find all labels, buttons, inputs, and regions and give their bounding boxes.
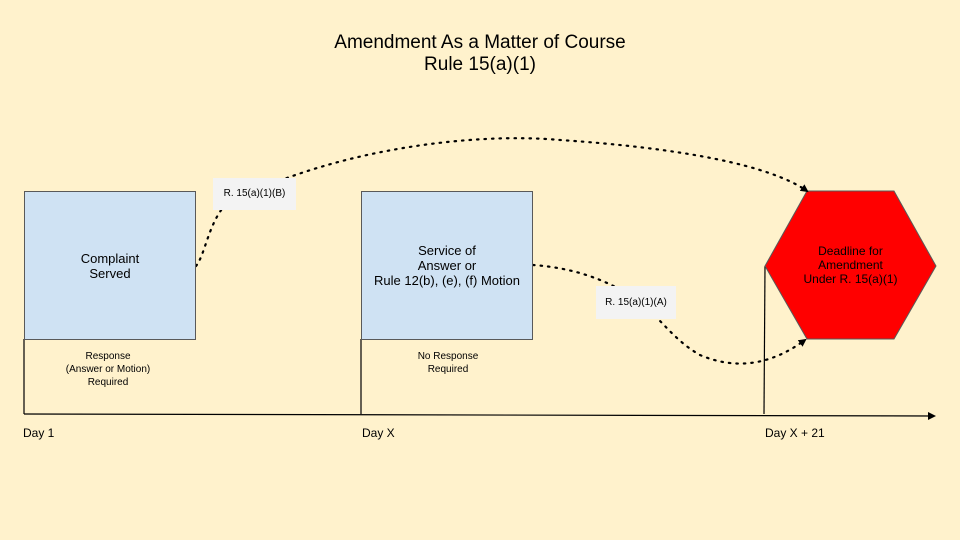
- title-line-1: Amendment As a Matter of Course: [334, 32, 626, 53]
- no-response-line-1: No Response: [417, 351, 479, 362]
- service-line-1: Service of: [418, 243, 476, 258]
- day-x-21-label: Day X + 21: [765, 426, 825, 440]
- response-required-note: Response (Answer or Motion) Required: [38, 350, 178, 389]
- service-of-answer-box: Service of Answer or Rule 12(b), (e), (f…: [361, 191, 533, 340]
- response-note-line-3: Required: [87, 377, 129, 388]
- service-line-2: Answer or: [417, 258, 477, 273]
- complaint-served-box: Complaint Served: [24, 191, 196, 340]
- response-note-line-1: Response: [85, 351, 131, 362]
- complaint-line-1: Complaint: [80, 250, 140, 266]
- day-1-label: Day 1: [23, 426, 55, 440]
- title-line-2: Rule 15(a)(1): [424, 54, 536, 75]
- deadline-label: Deadline for Amendment Under R. 15(a)(1): [785, 191, 916, 339]
- upper-dotted-arrow: [194, 137, 809, 268]
- diagram-title: Amendment As a Matter of Course Rule 15(…: [0, 32, 960, 76]
- day-x-label: Day X: [362, 426, 395, 440]
- deadline-line-1: Deadline for: [818, 244, 883, 258]
- timeline-axis: [23, 411, 936, 420]
- rule-tag-upper: R. 15(a)(1)(B): [213, 178, 296, 210]
- response-note-line-2: (Answer or Motion): [65, 364, 151, 375]
- service-line-3: Rule 12(b), (e), (f) Motion: [374, 273, 520, 288]
- lower-dotted-arrow: [531, 263, 807, 365]
- deadline-line-3: Under R. 15(a)(1): [803, 272, 898, 286]
- deadline-line-2: Amendment: [818, 258, 883, 272]
- no-response-line-2: Required: [427, 364, 469, 375]
- complaint-line-2: Served: [89, 265, 131, 281]
- tick-dayx21: [763, 265, 766, 415]
- rule-tag-lower: R. 15(a)(1)(A): [596, 286, 676, 319]
- no-response-note: No Response Required: [378, 350, 518, 376]
